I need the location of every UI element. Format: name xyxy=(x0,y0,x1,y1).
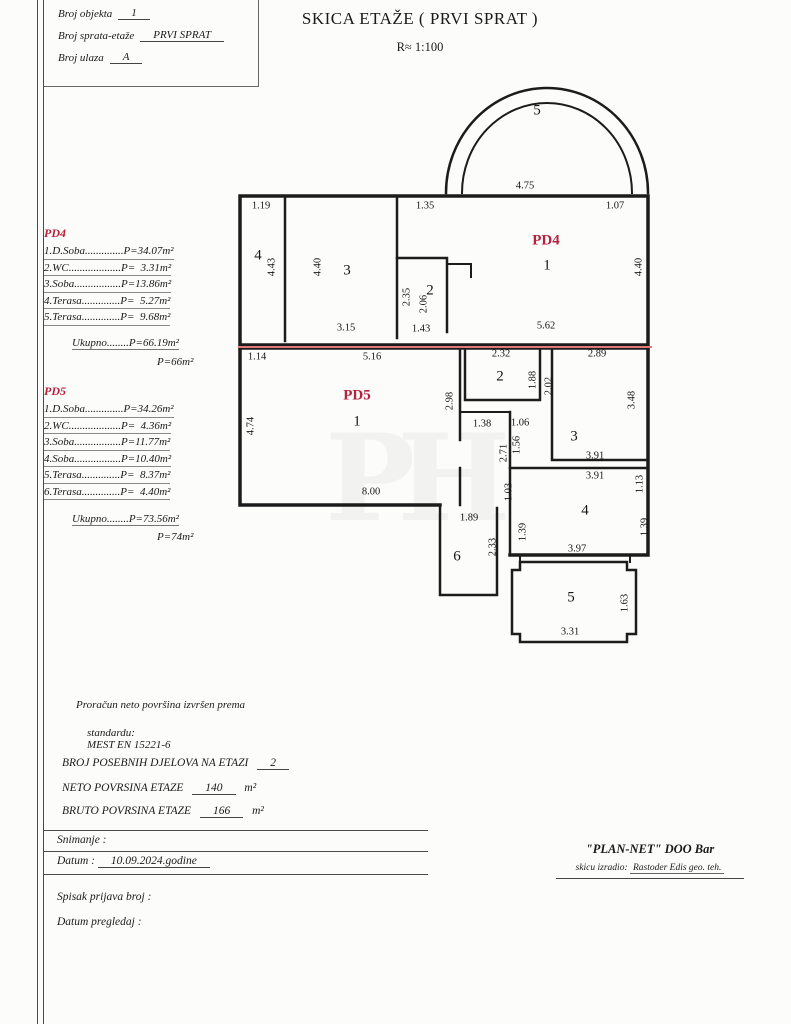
info-label: Broj ulaza xyxy=(58,52,104,64)
arc-terrace-outer-wall xyxy=(444,86,650,195)
pd4-item: 5.Terasa..............P= 9.68m² xyxy=(44,310,171,326)
pd5-item: 5.Terasa..............P= 8.37m² xyxy=(44,468,171,484)
scale-label: R≈ 1:100 xyxy=(396,40,444,54)
page-border-line-inner xyxy=(43,0,44,1024)
field-suffix: m² xyxy=(252,805,264,817)
info-row-broj-objekta: Broj objekta 1 xyxy=(58,7,258,20)
field-value: 166 xyxy=(199,805,244,818)
info-value: 1 xyxy=(118,7,150,20)
bottom-terrace-wall xyxy=(510,560,638,644)
info-label: Broj objekta xyxy=(58,8,113,20)
field-broj-posebnih-djelova: BROJ POSEBNIH DJELOVA NA ETAZI 2 xyxy=(62,757,295,770)
field-neto-povrsina: NETO POVRSINA ETAZE 140 m² xyxy=(62,782,257,795)
company-name: "PLAN-NET" DOO Bar xyxy=(585,842,715,856)
datum-row: Datum : 10.09.2024.godine xyxy=(57,855,210,868)
watermark: PH xyxy=(325,408,511,549)
pd4-item: 1.D.Soba..............P=34.07m² xyxy=(44,244,174,260)
rule-line xyxy=(44,874,428,875)
pd4-total: Ukupno........P=66.19m² xyxy=(72,337,179,350)
made-by-label: skicu izradio: xyxy=(575,863,628,873)
field-value: 140 xyxy=(192,782,236,795)
made-by-value: Rastoder Edis geo. teh. xyxy=(629,863,725,874)
pd5-item: 6.Terasa..............P= 4.40m² xyxy=(44,485,171,500)
snimanje-label: Snimanje : xyxy=(57,834,107,846)
field-label: NETO POVRSINA ETAZE xyxy=(62,782,184,794)
pd4-item: 2.WC...................P= 3.31m² xyxy=(44,261,172,276)
pd4-legend: PD4 1.D.Soba..............P=34.07m² 2.WC… xyxy=(44,226,236,327)
pd5-item: 2.WC...................P= 4.36m² xyxy=(44,419,172,434)
spisak-label: Spisak prijava broj : xyxy=(57,891,152,903)
pd5-legend-title: PD5 xyxy=(44,384,66,398)
datum-label: Datum : xyxy=(57,855,96,867)
info-value: A xyxy=(109,51,143,64)
field-label: BRUTO POVRSINA ETAZE xyxy=(62,805,192,817)
field-bruto-povrsina: BRUTO POVRSINA ETAZE 166 m² xyxy=(62,805,264,818)
norm-note-line1: Proračun neto površina izvršen prema xyxy=(76,699,246,711)
pd4-item: 4.Terasa..............P= 5.27m² xyxy=(44,294,171,309)
standard-label: standardu: xyxy=(87,727,135,739)
rule-line xyxy=(44,851,428,852)
page-title: SKICA ETAŽE ( PRVI SPRAT ) xyxy=(301,9,539,28)
pd5-item: 3.Soba.................P=11.77m² xyxy=(44,435,171,451)
info-value: PRVI SPRAT xyxy=(140,29,225,42)
field-label: BROJ POSEBNIH DJELOVA NA ETAZI xyxy=(62,757,249,769)
datum-pregledaj-label: Datum pregledaj : xyxy=(57,916,142,928)
norm-note-line2: standardu: MEST EN 15221-6 xyxy=(76,715,171,763)
made-by-row: skicu izradio: Rastoder Edis geo. teh. xyxy=(556,863,744,879)
info-row-broj-sprata: Broj sprata-etaže PRVI SPRAT xyxy=(58,29,258,42)
pd5-total-rounded: P=74m² xyxy=(157,531,194,543)
page-border-line-outer xyxy=(37,0,38,1024)
pd5-total: Ukupno........P=73.56m² xyxy=(72,513,179,526)
pd4-legend-title: PD4 xyxy=(44,226,66,240)
datum-value: 10.09.2024.godine xyxy=(97,855,210,868)
rule-line xyxy=(44,830,428,831)
field-value: 2 xyxy=(257,757,289,770)
info-label: Broj sprata-etaže xyxy=(58,30,135,42)
standard-value: MEST EN 15221-6 xyxy=(87,739,171,751)
pd5-item: 4.Soba.................P=10.40m² xyxy=(44,452,172,467)
pd5-item: 1.D.Soba..............P=34.26m² xyxy=(44,402,174,418)
arc-terrace-inner-wall xyxy=(460,102,634,195)
field-suffix: m² xyxy=(244,782,257,794)
info-row-broj-ulaza: Broj ulaza A xyxy=(58,51,258,64)
pd4-total-rounded: P=66m² xyxy=(157,356,194,368)
pd4-item: 3.Soba.................P=13.86m² xyxy=(44,277,172,293)
info-box: Broj objekta 1 Broj sprata-etaže PRVI SP… xyxy=(44,0,259,87)
pd5-legend: PD5 1.D.Soba..............P=34.26m² 2.WC… xyxy=(44,384,236,501)
pd4-outer-wall xyxy=(238,194,650,347)
